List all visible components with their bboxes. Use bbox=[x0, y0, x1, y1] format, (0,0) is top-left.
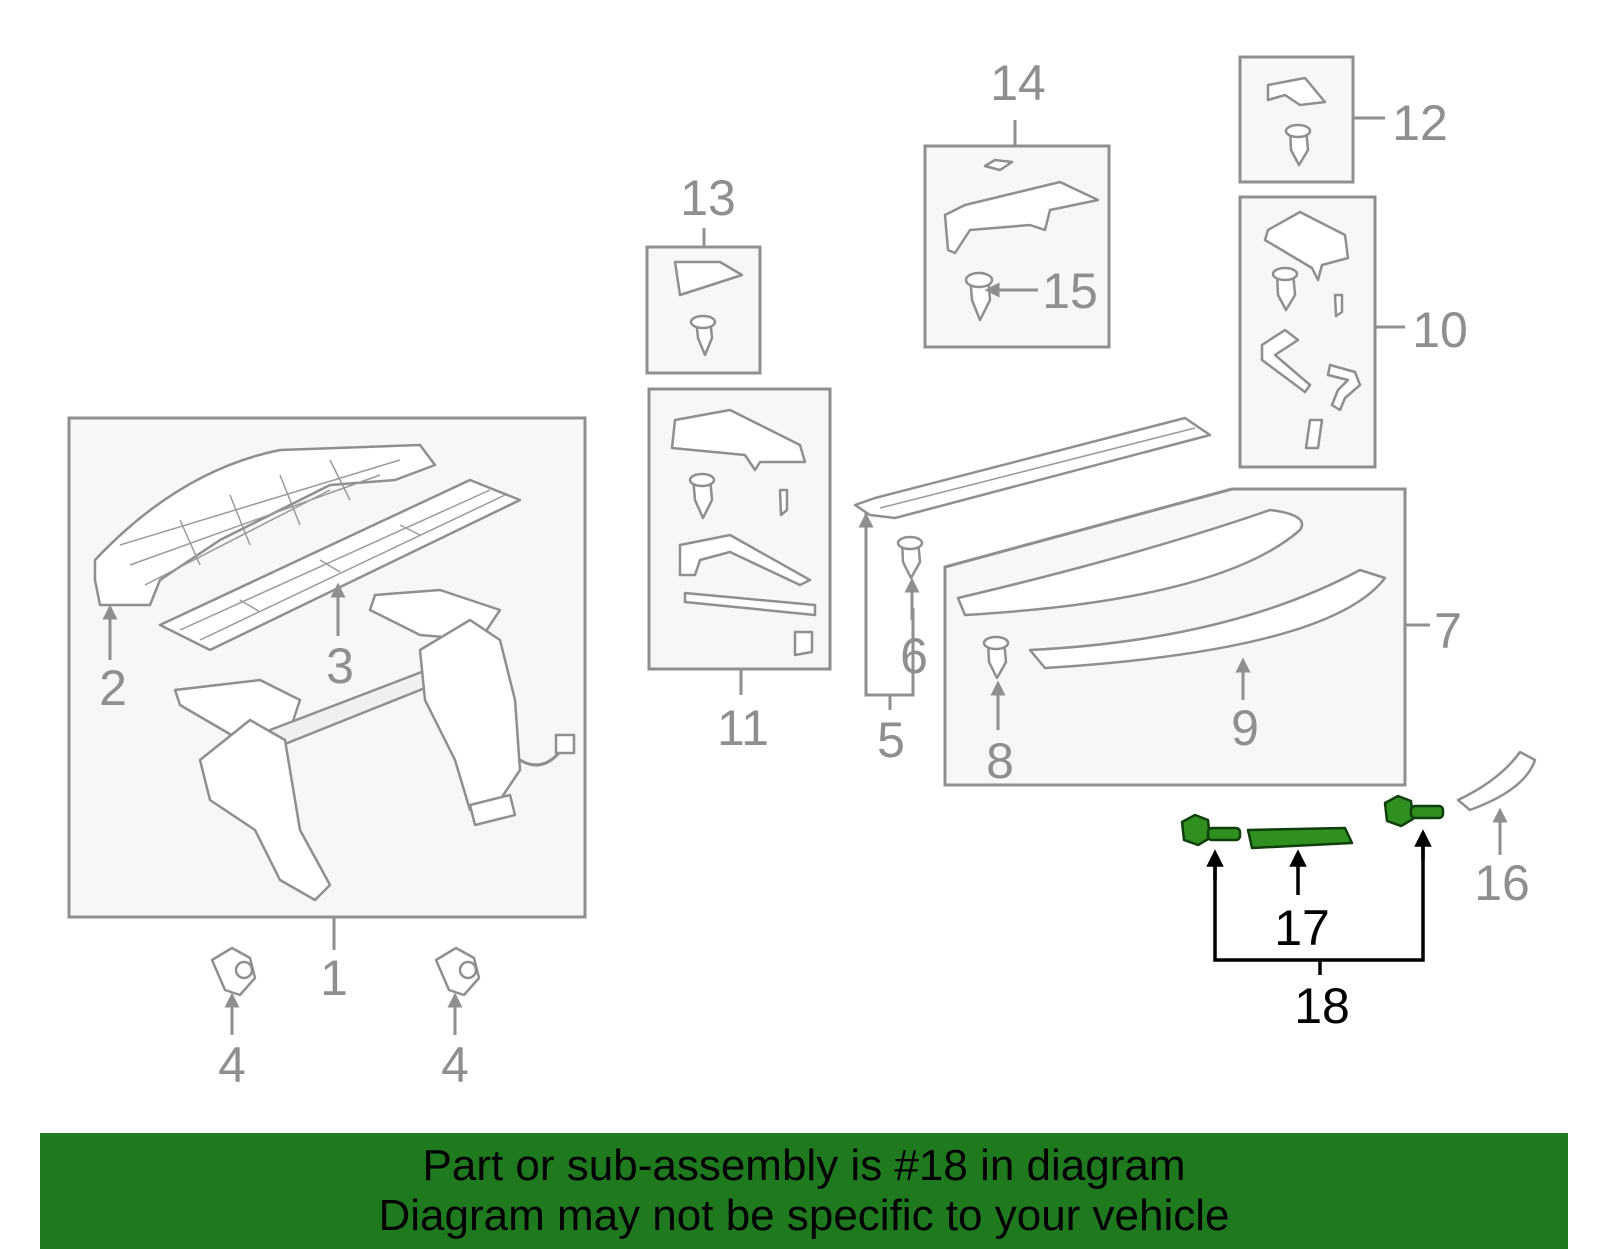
clip-part-6: 6 bbox=[896, 535, 928, 684]
trim-group-7: 8 9 7 bbox=[943, 487, 1462, 789]
callout-4-right: 4 bbox=[441, 1037, 469, 1093]
bolt-left bbox=[1180, 813, 1242, 847]
trim-group-11: 11 bbox=[647, 387, 832, 756]
seat-frame-assembly-group: 2 3 1 bbox=[67, 416, 587, 1006]
callout-12: 12 bbox=[1392, 95, 1448, 151]
callout-16: 16 bbox=[1474, 855, 1530, 911]
callout-14: 14 bbox=[990, 55, 1046, 111]
callout-10: 10 bbox=[1412, 302, 1468, 358]
banner-line-2: Diagram may not be specific to your vehi… bbox=[378, 1191, 1230, 1240]
callout-1: 1 bbox=[320, 950, 348, 1006]
callout-2: 2 bbox=[99, 660, 127, 716]
callout-18: 18 bbox=[1294, 978, 1350, 1034]
bolt-right bbox=[1383, 794, 1445, 828]
exploded-parts-diagram: 2 3 1 4 4 13 11 bbox=[67, 55, 1537, 1093]
nut-part-4-left: 4 bbox=[210, 946, 257, 1093]
bracket-part-17 bbox=[1246, 826, 1354, 850]
trim-group-13: 13 bbox=[645, 170, 762, 375]
nut-part-4-right: 4 bbox=[434, 946, 481, 1093]
sill-strip-part-5: 5 bbox=[853, 416, 1212, 768]
callout-15: 15 bbox=[1042, 263, 1098, 319]
banner-line-1: Part or sub-assembly is #18 in diagram bbox=[422, 1141, 1186, 1190]
callout-6: 6 bbox=[900, 628, 928, 684]
callout-4-left: 4 bbox=[218, 1037, 246, 1093]
highlighted-assembly-18: 17 18 bbox=[1180, 794, 1445, 1034]
box-12 bbox=[1238, 55, 1355, 184]
callout-8: 8 bbox=[986, 733, 1014, 789]
callout-3: 3 bbox=[326, 638, 354, 694]
callout-17: 17 bbox=[1274, 900, 1330, 956]
trim-group-10: 10 bbox=[1238, 195, 1468, 469]
notice-banner: Part or sub-assembly is #18 in diagram D… bbox=[40, 1133, 1568, 1249]
callout-13: 13 bbox=[680, 170, 736, 226]
seat-rail-panel bbox=[158, 478, 522, 652]
callout-9: 9 bbox=[1231, 700, 1259, 756]
callout-7: 7 bbox=[1434, 603, 1462, 659]
callout-11: 11 bbox=[717, 700, 769, 756]
trim-piece-part-16: 16 bbox=[1456, 750, 1537, 911]
seat-frame-structure bbox=[173, 588, 576, 902]
trim-group-14: 15 14 bbox=[923, 55, 1111, 349]
callout-5: 5 bbox=[877, 712, 905, 768]
seat-cushion-pan bbox=[93, 443, 437, 607]
trim-group-12: 12 bbox=[1238, 55, 1448, 184]
